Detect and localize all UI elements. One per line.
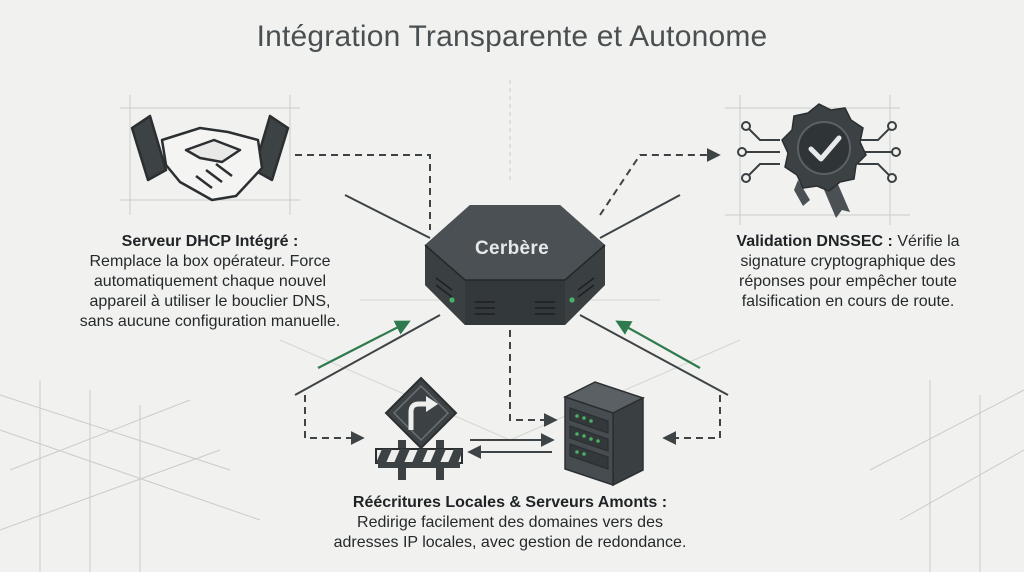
dashed-connectors — [295, 148, 721, 445]
dhcp-line: appareil à utiliser le bouclier DNS, — [89, 293, 331, 310]
page-title: Intégration Transparente et Autonome — [256, 20, 768, 53]
certificate-badge-icon — [737, 103, 901, 218]
dnssec-line: signature cryptographique des — [740, 253, 956, 270]
green-arrow-left — [317, 320, 411, 369]
dnssec-heading: Validation DNSSEC : — [736, 233, 893, 250]
rewrite-heading: Réécritures Locales & Serveurs Amonts : — [352, 494, 668, 511]
server-rack-icon — [563, 381, 645, 487]
rewrite-line: adresses IP locales, avec gestion de red… — [333, 534, 687, 551]
green-arrow-right — [615, 320, 701, 369]
dhcp-line: automatiquement chaque nouvel — [93, 273, 327, 290]
dhcp-description: Serveur DHCP Intégré : Remplace la box o… — [40, 232, 380, 332]
solid-connectors — [294, 194, 729, 396]
dnssec-description: Validation DNSSEC : Vérifie la signature… — [688, 232, 1008, 312]
detour-sign-icon — [375, 376, 463, 480]
rewrite-description: Réécritures Locales & Serveurs Amonts : … — [280, 493, 740, 553]
dnssec-line: Vérifie la — [892, 233, 960, 250]
dhcp-line: sans aucune configuration manuelle. — [79, 313, 341, 330]
dnssec-line: réponses pour empêcher toute — [739, 273, 957, 290]
dhcp-heading: Serveur DHCP Intégré : — [121, 233, 299, 250]
handshake-icon — [130, 114, 290, 202]
network-appliance-icon — [424, 205, 606, 325]
dhcp-line: Remplace la box opérateur. Force — [89, 253, 331, 270]
rewrite-line: Redirige facilement des domaines vers de… — [357, 514, 663, 531]
dnssec-line: falsification en cours de route. — [741, 293, 955, 310]
device-label: Cerbère — [475, 238, 549, 259]
